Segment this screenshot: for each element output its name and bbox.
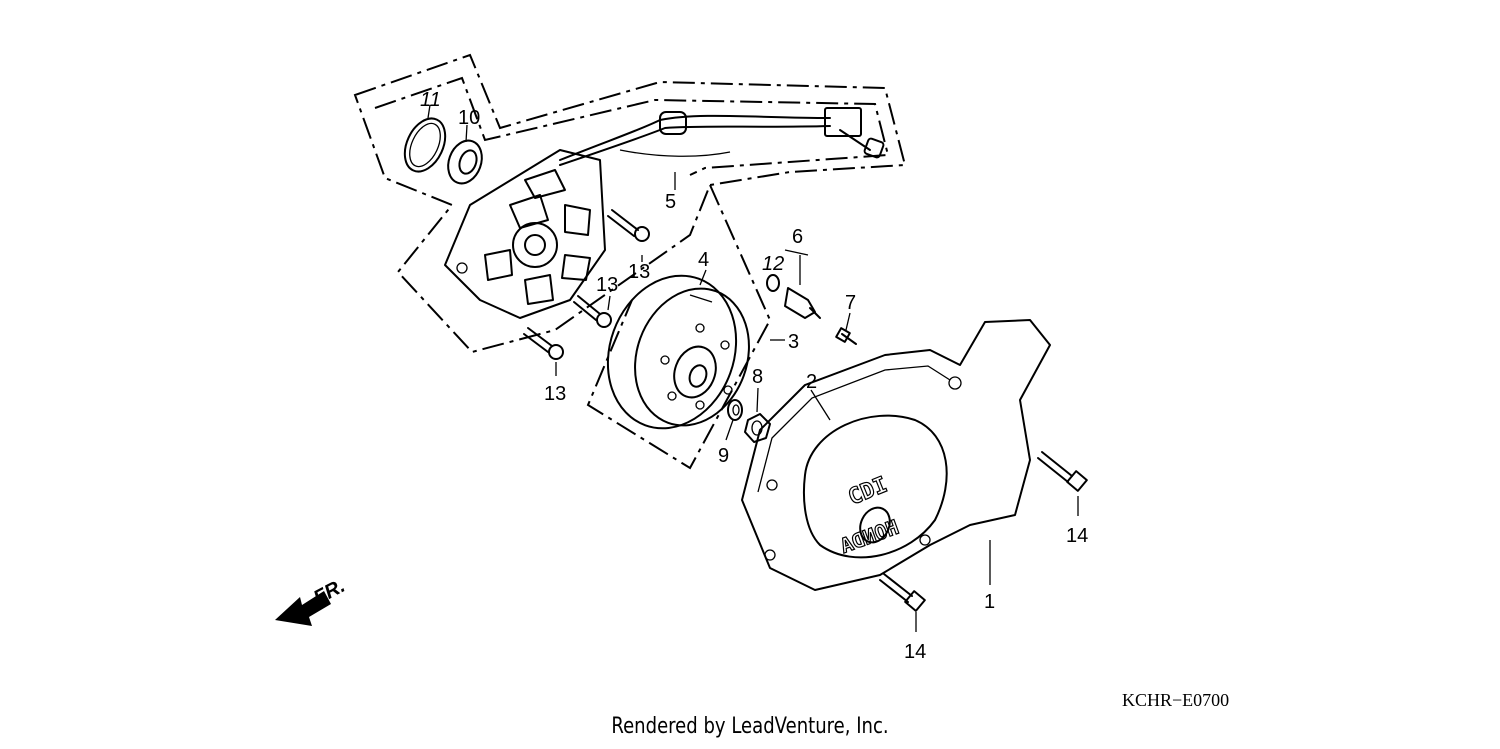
stator	[444, 149, 606, 319]
o-ring-11	[403, 117, 447, 173]
callout-13-a: 13	[628, 261, 650, 283]
bolt-14-b	[879, 573, 926, 612]
leader-lines	[427, 104, 1079, 632]
callout-12: 12	[762, 253, 784, 275]
callout-13-c: 13	[544, 383, 566, 405]
front-arrow-icon: FR.	[275, 575, 349, 626]
bolt-14-a	[1037, 451, 1088, 492]
diagram-code: KCHR−E0700	[1122, 690, 1230, 710]
callout-4: 4	[698, 249, 709, 271]
crankcase-cover-1: CDI HONDA	[741, 319, 1051, 591]
callout-8: 8	[752, 366, 763, 388]
stator-assembly-outline	[353, 53, 907, 354]
bolt-13-a	[607, 209, 650, 242]
wire-harness	[559, 107, 885, 166]
callout-14-b: 14	[904, 641, 926, 663]
cover-cdi-text: CDI	[845, 472, 891, 510]
flywheel-4	[606, 274, 750, 430]
callout-2: 2	[806, 371, 817, 393]
callout-7: 7	[845, 292, 856, 314]
sensor-6	[784, 287, 821, 319]
flywheel-assembly-outline	[586, 184, 772, 470]
washer-9	[727, 399, 743, 421]
callout-5: 5	[665, 191, 676, 213]
callout-9: 9	[718, 445, 729, 467]
callout-11: 11	[420, 89, 441, 111]
bolt-13-b	[573, 295, 612, 328]
callout-13-b: 13	[596, 274, 618, 296]
bolt-13-c	[523, 327, 564, 360]
callout-1: 1	[984, 591, 995, 613]
o-ring-12	[766, 274, 780, 292]
callout-14-a: 14	[1066, 525, 1088, 547]
callout-10: 10	[458, 107, 480, 129]
screw-7	[835, 327, 857, 345]
oil-seal-10	[447, 139, 483, 185]
credit-text: Rendered by LeadVenture, Inc.	[611, 714, 889, 739]
callout-6: 6	[792, 226, 803, 248]
callout-3: 3	[788, 331, 799, 353]
